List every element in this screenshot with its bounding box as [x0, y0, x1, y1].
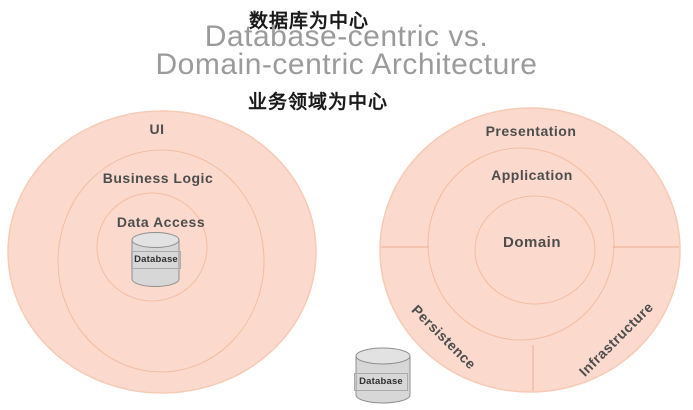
database-label-left: Database: [131, 251, 181, 269]
left-middle-circle-business-logic: [57, 149, 265, 373]
ring-label-data-access: Data Access: [116, 214, 206, 230]
ring-label-ui: UI: [149, 121, 165, 137]
ring-label-domain: Domain: [502, 234, 561, 251]
right-diagram-domain-centric: [355, 107, 681, 404]
cylinder-top: [355, 347, 411, 365]
cylinder-top: [131, 232, 180, 248]
ring-label-application: Application: [491, 167, 573, 183]
right-middle-circle-application: [427, 147, 615, 341]
ring-label-business-logic: Business Logic: [102, 170, 214, 186]
right-inner-circle-domain: [474, 195, 596, 305]
database-cylinder-right: [355, 347, 411, 404]
cylinder-body: [355, 355, 411, 404]
subtitle-chinese-bottom: 业务领域为中心: [247, 92, 388, 113]
database-label-right: Database: [354, 373, 408, 391]
page-title-line2: Domain-centric Architecture: [155, 48, 538, 81]
ring-label-presentation: Presentation: [485, 123, 577, 139]
right-outer-circle-presentation: [379, 107, 681, 393]
left-inner-circle-data-access: [96, 192, 208, 302]
page-title-line1: Database-centric vs.: [204, 20, 489, 53]
subtitle-chinese-top: 数据库为中心: [248, 11, 369, 32]
